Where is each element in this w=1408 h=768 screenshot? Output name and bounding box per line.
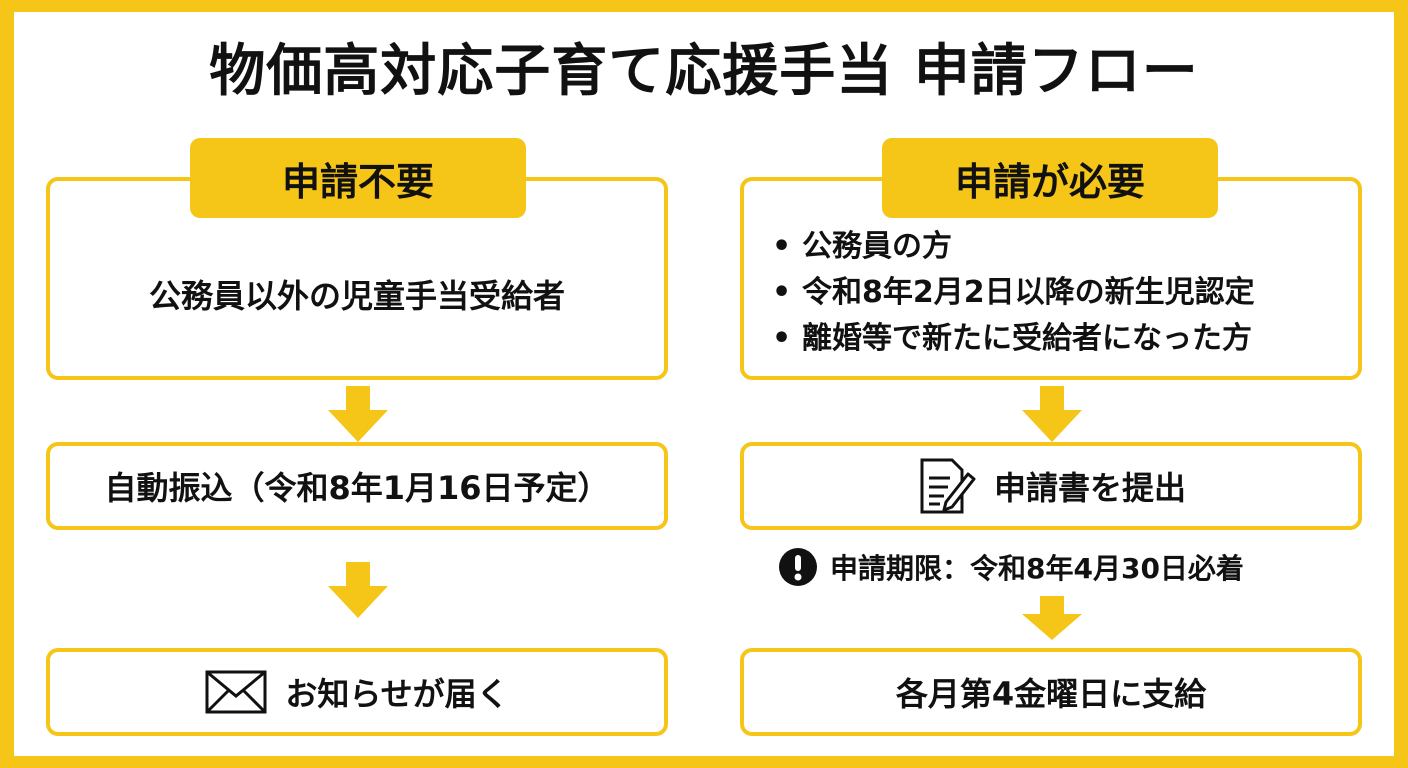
auto-transfer-box: 自動振込（令和8年1月16日予定） — [46, 442, 668, 530]
exclamation-icon — [778, 547, 818, 587]
payment-box: 各月第4金曜日に支給 — [740, 648, 1362, 736]
down-arrow-icon — [1022, 596, 1082, 640]
required-cases-list: •公務員の方 •令和8年2月2日以降の新生児認定 •離婚等で新たに受給者になった… — [772, 224, 1255, 362]
document-pen-icon — [916, 456, 976, 516]
submit-form-text: 申請書を提出 — [993, 469, 1186, 507]
list-item: •離婚等で新たに受給者になった方 — [772, 321, 1252, 356]
page-title: 物価高対応子育て応援手当 申請フロー — [209, 39, 1199, 104]
down-arrow-icon — [328, 386, 388, 442]
list-item: •公務員の方 — [772, 229, 952, 264]
no-application-tag: 申請不要 — [190, 138, 526, 218]
deadline-text: 申請期限：令和8年4月30日必着 — [830, 552, 1244, 585]
down-arrow-icon — [1022, 386, 1082, 442]
envelope-icon — [205, 670, 267, 714]
poster-frame — [14, 12, 1394, 756]
notice-text: お知らせが届く — [285, 675, 509, 713]
submit-form-box: 申請書を提出 — [740, 442, 1362, 530]
deadline-notice: 申請期限：令和8年4月30日必着 — [778, 542, 1244, 592]
list-item: •令和8年2月2日以降の新生児認定 — [772, 275, 1255, 310]
auto-transfer-text: 自動振込（令和8年1月16日予定） — [104, 469, 610, 507]
notice-box: お知らせが届く — [46, 648, 668, 736]
application-required-tag: 申請が必要 — [882, 138, 1218, 218]
payment-text: 各月第4金曜日に支給 — [895, 675, 1207, 713]
no-application-eligible-text: 公務員以外の児童手当受給者 — [148, 276, 565, 315]
down-arrow-icon — [328, 562, 388, 618]
